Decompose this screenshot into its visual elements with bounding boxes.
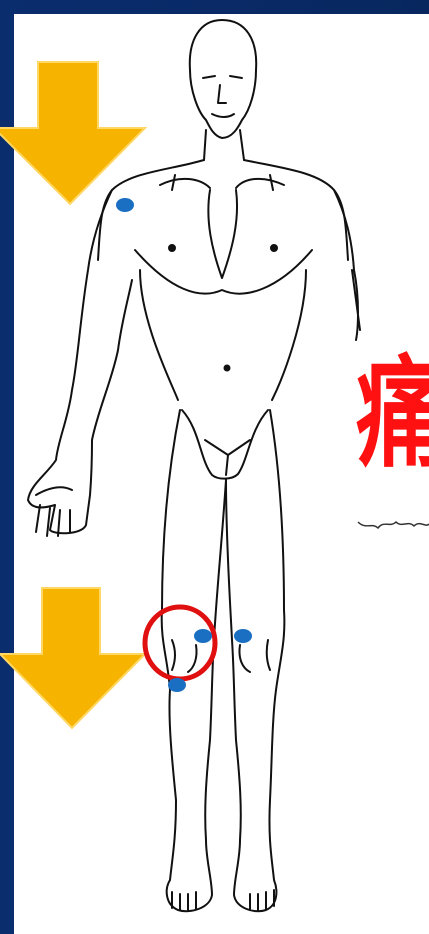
neck <box>204 130 244 160</box>
knee-highlight-circle <box>145 607 215 679</box>
pelvis <box>182 410 268 479</box>
clavicle-marks <box>160 175 284 190</box>
marker-shin <box>168 678 186 692</box>
marker-knee-right <box>234 629 252 643</box>
right-leg <box>226 410 284 911</box>
left-leg <box>162 410 226 911</box>
face-features <box>203 76 242 117</box>
right-knee-lines <box>239 640 270 672</box>
chest <box>135 190 312 294</box>
marker-shoulder <box>116 198 134 212</box>
marker-knee-left <box>194 629 212 643</box>
pain-character-overlay: 痛 <box>356 355 429 475</box>
cropped-hand-outline <box>358 522 429 528</box>
arrow-down-lower <box>0 588 145 728</box>
left-knee-lines <box>172 640 197 672</box>
left-arm <box>28 190 132 533</box>
right-arm <box>334 190 360 340</box>
head-outline <box>190 20 256 138</box>
shoulders <box>98 160 348 260</box>
